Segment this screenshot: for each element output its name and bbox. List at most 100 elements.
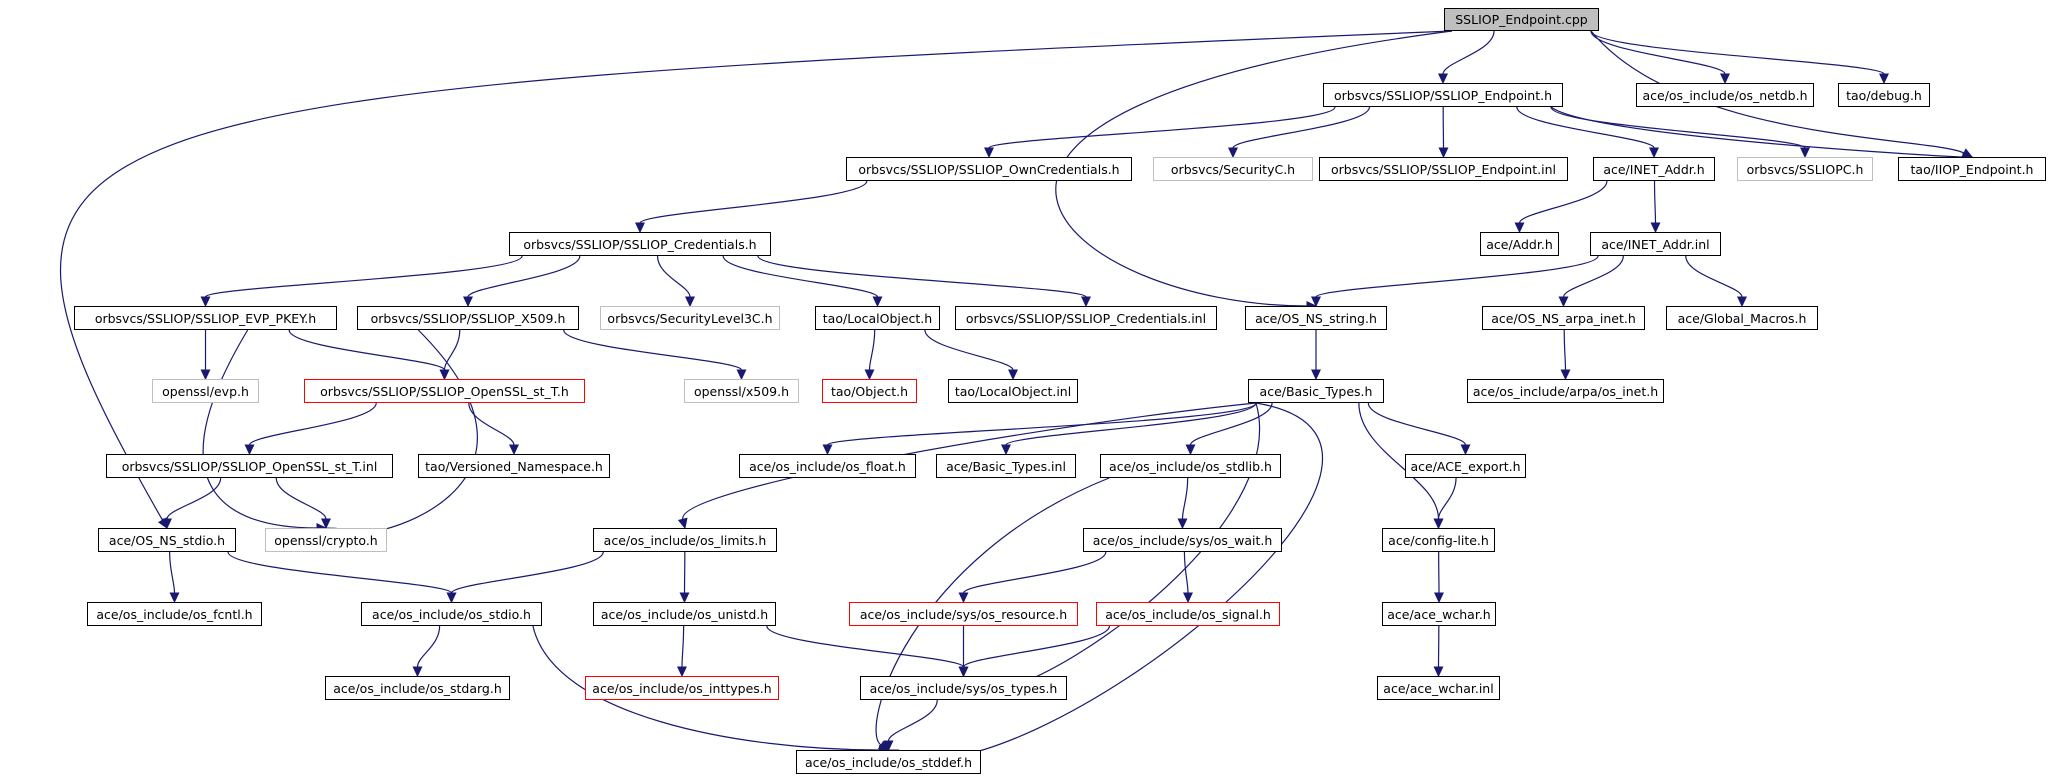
node-os-stdlib[interactable]: ace/os_include/os_stdlib.h xyxy=(1100,454,1281,478)
node-ssliopc[interactable]: orbsvcs/SSLIOPC.h xyxy=(1737,157,1873,181)
node-netdb[interactable]: ace/os_include/os_netdb.h xyxy=(1636,83,1814,107)
node-os-limits[interactable]: ace/os_include/os_limits.h xyxy=(593,528,777,552)
node-os-signal[interactable]: ace/os_include/os_signal.h xyxy=(1096,602,1280,626)
node-cred-h[interactable]: orbsvcs/SSLIOP/SSLIOP_Credentials.h xyxy=(509,232,771,256)
node-ace-wchar-inl[interactable]: ace/ace_wchar.inl xyxy=(1377,676,1500,700)
node-os-unistd[interactable]: ace/os_include/os_unistd.h xyxy=(593,602,776,626)
edge-inet_inl-to-arpa_inet xyxy=(1562,255,1624,298)
edge-evp_pkey-to-ossl_st_t xyxy=(288,329,446,371)
node-os-fcntl[interactable]: ace/os_include/os_fcntl.h xyxy=(87,602,262,626)
node-os-ns-stdio[interactable]: ace/OS_NS_stdio.h xyxy=(98,528,236,552)
node-localobj-inl[interactable]: tao/LocalObject.inl xyxy=(948,379,1078,403)
node-label: ace/Basic_Types.h xyxy=(1259,383,1373,399)
node-label: ace/os_include/os_unistd.h xyxy=(600,606,769,622)
node-object[interactable]: tao/Object.h xyxy=(822,379,917,403)
node-config-lite[interactable]: ace/config-lite.h xyxy=(1382,528,1495,552)
node-label: ace/OS_NS_string.h xyxy=(1255,310,1377,326)
node-label: ace/ACE_export.h xyxy=(1410,458,1521,474)
node-bt-inl[interactable]: ace/Basic_Types.inl xyxy=(936,454,1076,478)
edge-os_ns_stdio-to-os_stdio xyxy=(227,551,453,594)
edge-arrowhead xyxy=(1081,296,1091,308)
edge-arrowhead xyxy=(509,444,519,456)
edge-x509h-to-ossl_st_t xyxy=(443,329,461,371)
edge-arrowhead xyxy=(1560,369,1571,381)
node-label: tao/LocalObject.h xyxy=(822,310,933,326)
node-x509[interactable]: openssl/x509.h xyxy=(684,379,799,403)
node-label: orbsvcs/SSLIOP/SSLIOP_OpenSSL_st_T.h xyxy=(320,383,569,399)
edge-arrowhead xyxy=(1185,444,1196,456)
edge-arrowhead xyxy=(1177,518,1188,530)
node-secC[interactable]: orbsvcs/SecurityC.h xyxy=(1153,157,1313,181)
node-os-stdio[interactable]: ace/os_include/os_stdio.h xyxy=(361,602,542,626)
node-label: orbsvcs/SSLIOP/SSLIOP_OpenSSL_st_T.inl xyxy=(121,458,378,474)
node-label: ace/os_include/sys/os_resource.h xyxy=(859,606,1068,622)
node-os-stdarg[interactable]: ace/os_include/os_stdarg.h xyxy=(325,676,510,700)
node-os-float[interactable]: ace/os_include/os_float.h xyxy=(739,454,916,478)
node-evp[interactable]: openssl/evp.h xyxy=(152,379,259,403)
node-os-wait[interactable]: ace/os_include/sys/os_wait.h xyxy=(1083,528,1282,552)
node-sl3c[interactable]: orbsvcs/SecurityLevel3C.h xyxy=(600,306,780,330)
node-crypto[interactable]: openssl/crypto.h xyxy=(265,528,387,552)
node-label: ace/os_include/os_limits.h xyxy=(603,532,767,548)
node-os-inttypes[interactable]: ace/os_include/os_inttypes.h xyxy=(585,676,779,700)
edge-arrowhead xyxy=(822,444,833,456)
edge-arrowhead xyxy=(1800,147,1810,159)
node-label: tao/Object.h xyxy=(830,383,909,399)
node-addr[interactable]: ace/Addr.h xyxy=(1480,232,1559,256)
node-inet-inl[interactable]: ace/INET_Addr.inl xyxy=(1590,232,1721,256)
node-label: ace/os_include/os_float.h xyxy=(749,458,906,474)
node-label: orbsvcs/SecurityLevel3C.h xyxy=(607,310,773,326)
node-owncred[interactable]: orbsvcs/SSLIOP/SSLIOP_OwnCredentials.h xyxy=(846,157,1132,181)
node-root[interactable]: SSLIOP_Endpoint.cpp xyxy=(1444,8,1599,31)
edge-arrowhead xyxy=(1433,666,1444,678)
node-evp-pkey[interactable]: orbsvcs/SSLIOP/SSLIOP_EVP_PKEY.h xyxy=(74,306,337,330)
node-os-types[interactable]: ace/os_include/sys/os_types.h xyxy=(860,676,1067,700)
node-glob-macros[interactable]: ace/Global_Macros.h xyxy=(1666,306,1818,330)
node-x509h[interactable]: orbsvcs/SSLIOP/SSLIOP_X509.h xyxy=(357,306,579,330)
node-cred-inl[interactable]: orbsvcs/SSLIOP/SSLIOP_Credentials.inl xyxy=(955,306,1217,330)
node-ep-h[interactable]: orbsvcs/SSLIOP/SSLIOP_Endpoint.h xyxy=(1323,83,1563,107)
edge-arrowhead xyxy=(1558,296,1569,308)
node-label: ace/config-lite.h xyxy=(1388,532,1489,548)
node-localobj[interactable]: tao/LocalObject.h xyxy=(815,306,940,330)
node-ossl-st-t-inl[interactable]: orbsvcs/SSLIOP/SSLIOP_OpenSSL_st_T.inl xyxy=(106,454,393,478)
node-label: ace/os_include/os_stddef.h xyxy=(804,754,973,770)
node-label: ace/ace_wchar.h xyxy=(1387,606,1491,622)
edge-os_ns_stdio-to-os_fcntl xyxy=(169,551,176,594)
node-os-resource[interactable]: ace/os_include/sys/os_resource.h xyxy=(849,602,1078,626)
edge-cred_h-to-cred_inl xyxy=(757,255,1087,298)
edge-arrowhead xyxy=(244,444,255,456)
node-os-ns-string[interactable]: ace/OS_NS_string.h xyxy=(1245,306,1387,330)
edge-arrowhead xyxy=(200,369,211,381)
node-os-arpa-inet[interactable]: ace/os_include/arpa/os_inet.h xyxy=(1467,379,1664,403)
edge-arrowhead xyxy=(1650,222,1661,234)
edge-os_wait-to-os_resource xyxy=(962,551,1107,594)
node-arpa-inet[interactable]: ace/OS_NS_arpa_inet.h xyxy=(1482,306,1645,330)
node-ep-inl[interactable]: orbsvcs/SSLIOP/SSLIOP_Endpoint.inl xyxy=(1319,157,1568,181)
node-label: ace/os_include/os_inttypes.h xyxy=(592,680,772,696)
edge-os_wait-to-os_signal xyxy=(1183,551,1189,594)
node-debug[interactable]: tao/debug.h xyxy=(1838,83,1930,107)
node-label: openssl/crypto.h xyxy=(274,532,378,548)
node-label: openssl/evp.h xyxy=(162,383,249,399)
node-label: ace/os_include/os_fcntl.h xyxy=(96,606,253,622)
node-basic-types[interactable]: ace/Basic_Types.h xyxy=(1248,379,1384,403)
node-versioned[interactable]: tao/Versioned_Namespace.h xyxy=(418,454,610,478)
edge-arrowhead xyxy=(1737,296,1747,308)
node-label: orbsvcs/SSLIOPC.h xyxy=(1746,161,1864,177)
edge-arrowhead xyxy=(872,296,883,308)
edge-arrowhead xyxy=(1720,73,1730,85)
node-label: ace/INET_Addr.h xyxy=(1603,161,1705,177)
node-ace-wchar[interactable]: ace/ace_wchar.h xyxy=(1382,602,1496,626)
node-label: ace/Addr.h xyxy=(1486,236,1553,252)
node-iiop[interactable]: tao/IIOP_Endpoint.h xyxy=(1898,157,2046,181)
node-ossl-st-t[interactable]: orbsvcs/SSLIOP/SSLIOP_OpenSSL_st_T.h xyxy=(304,379,585,403)
edge-arrowhead xyxy=(1879,73,1889,85)
node-label: ace/os_include/os_stdlib.h xyxy=(1109,458,1272,474)
node-label: openssl/x509.h xyxy=(693,383,790,399)
node-inet[interactable]: ace/INET_Addr.h xyxy=(1593,157,1715,181)
edge-arrowhead xyxy=(1438,147,1449,159)
node-ace-export[interactable]: ace/ACE_export.h xyxy=(1405,454,1526,478)
node-os-stddef[interactable]: ace/os_include/os_stddef.h xyxy=(796,750,981,774)
node-label: ace/ace_wchar.inl xyxy=(1383,680,1494,696)
